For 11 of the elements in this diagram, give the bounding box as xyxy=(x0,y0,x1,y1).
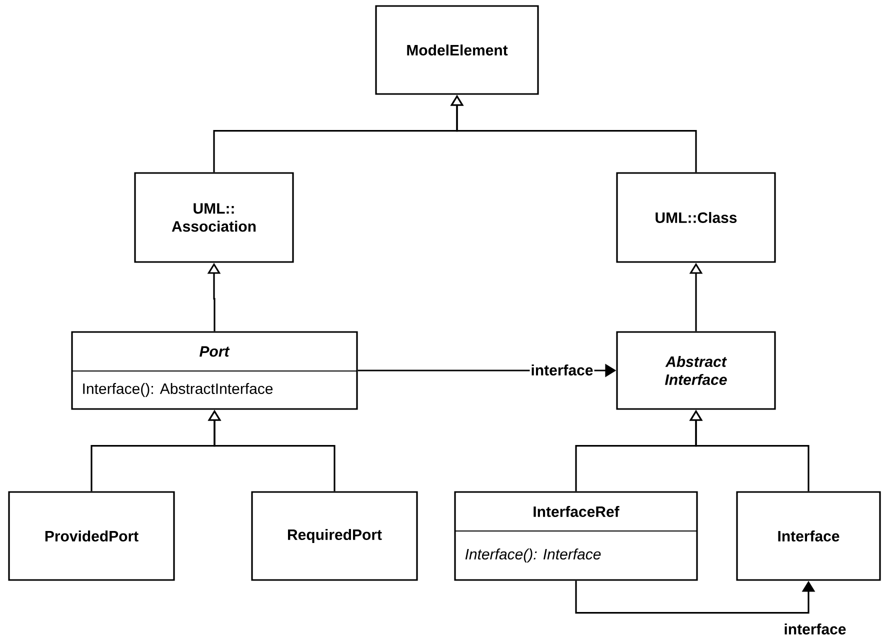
class-box: ModelElement xyxy=(375,5,539,95)
class-box: UML:: Association xyxy=(134,172,294,263)
class-box: InterfaceRef Interface(): Interface xyxy=(454,491,698,581)
edge-label: interface xyxy=(782,622,848,636)
edge-label: interface xyxy=(530,363,594,376)
class-box: UML::Class xyxy=(616,172,776,263)
class-box: Abstract Interface xyxy=(616,331,776,410)
class-box: Interface xyxy=(736,491,881,581)
class-box: Port Interface(): AbstractInterface xyxy=(71,331,358,410)
class-box: RequiredPort xyxy=(251,491,418,581)
class-box: ProvidedPort xyxy=(8,491,175,581)
